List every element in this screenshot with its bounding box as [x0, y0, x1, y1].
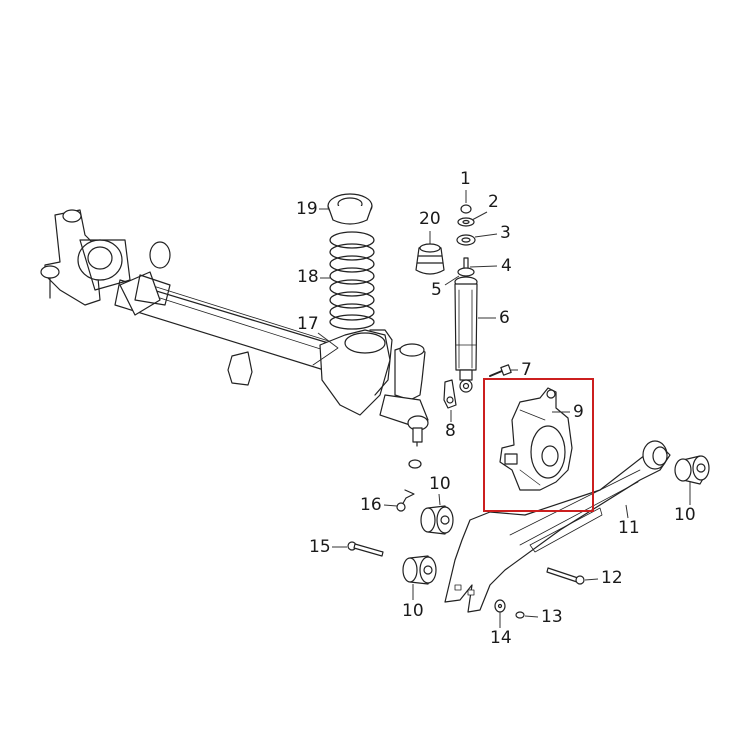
callout-13: 13 [541, 607, 563, 627]
coil-spring [329, 231, 375, 330]
bushing-10-lower [402, 555, 437, 585]
bolt-7 [489, 364, 512, 377]
callout-8: 8 [445, 421, 456, 441]
bracket-8 [443, 379, 457, 409]
shock-absorber [454, 257, 478, 393]
callout-15: 15 [309, 537, 331, 557]
washer-14 [494, 599, 506, 613]
callout-17: 17 [297, 314, 319, 334]
bushing-10-right [674, 455, 710, 485]
callout-9: 9 [573, 402, 584, 422]
nut-13 [515, 611, 525, 619]
spring-isolator [327, 193, 373, 225]
callout-1: 1 [460, 169, 471, 189]
callout-2: 2 [488, 192, 499, 212]
callout-10-upper: 10 [429, 474, 451, 494]
callout-7: 7 [521, 360, 532, 380]
callout-10-right: 10 [674, 505, 696, 525]
shock-hardware [456, 204, 476, 246]
callout-10-lower: 10 [402, 601, 424, 621]
bracket-16 [396, 489, 415, 512]
jounce-bumper [415, 243, 445, 275]
callout-12: 12 [601, 568, 623, 588]
callout-4: 4 [501, 256, 512, 276]
callout-19: 19 [296, 199, 318, 219]
highlight-box-part-9 [483, 378, 594, 512]
callout-11: 11 [618, 518, 640, 538]
callout-3: 3 [500, 223, 511, 243]
callout-18: 18 [297, 267, 319, 287]
bolt-15 [347, 541, 384, 557]
callout-14: 14 [490, 628, 512, 648]
callout-6: 6 [499, 308, 510, 328]
trailing-arm [444, 440, 671, 613]
callout-5: 5 [431, 280, 442, 300]
knuckle-9 [499, 387, 573, 491]
axle-assembly [40, 209, 429, 469]
callout-16: 16 [360, 495, 382, 515]
bolt-12 [546, 567, 585, 585]
bushing-10-upper [420, 505, 454, 535]
callout-20: 20 [419, 209, 441, 229]
